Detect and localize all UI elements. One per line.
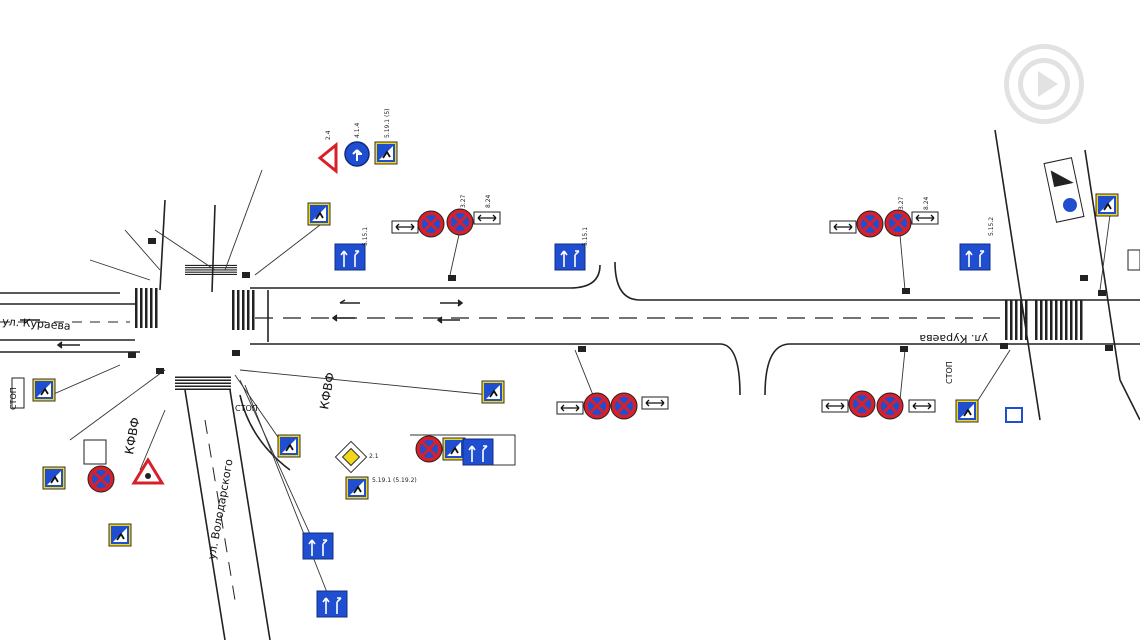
sign-bus-plate [1043, 157, 1085, 223]
code-8-24b: 8.24 [923, 196, 930, 210]
street-labels: ул. Кураева ул. Кураева ул. Володарского… [2, 315, 988, 560]
sign-5-19-1-b [307, 202, 331, 226]
sign-5-15-1-a [334, 243, 366, 271]
sign-crossing-southeast [955, 399, 979, 423]
sign-5-15-1-b [554, 243, 586, 271]
sign-lane-south [462, 438, 494, 466]
sign-crossing-south-3 [442, 437, 466, 461]
label-stop-2: СТОП [945, 361, 954, 384]
label-volodarskogo: ул. Володарского [205, 458, 236, 561]
sign-crossing-east [1095, 193, 1119, 217]
label-stop-1: СТОП [235, 404, 258, 413]
no-stop-group-4 [821, 389, 936, 421]
play-icon [1038, 71, 1058, 97]
pedestrian-crossings [135, 264, 1083, 390]
code-2-1: 2.1 [369, 453, 379, 460]
play-button[interactable] [1004, 44, 1084, 124]
leader-lines [39, 169, 1111, 601]
no-stop-group-1 [391, 207, 501, 239]
sign-lane-south-3 [316, 590, 348, 618]
code-3-27a: 3.27 [460, 194, 467, 208]
sign-crossing-west [32, 378, 56, 402]
road-kuraeva [0, 261, 1140, 396]
building-outline [410, 434, 516, 466]
sign-crossing-south-1 [277, 434, 301, 458]
label-kuraeva-right: ул. Кураева [919, 332, 988, 345]
road-diagonal-east [994, 129, 1140, 421]
sign-kids-triangle [131, 457, 165, 485]
code-5-15-1a: 5.15.1 [362, 227, 369, 246]
sign-crossing-southwest [108, 523, 132, 547]
code-5-19-1b: 5.19.1 (5.19.2) [372, 477, 417, 484]
sign-crossing-south-2 [345, 476, 369, 500]
no-stop-group-3 [556, 391, 669, 421]
sign-lane-south-2 [302, 532, 334, 560]
sign-4-1-4 [344, 141, 370, 167]
label-kfvf-1: КФВФ [122, 416, 142, 455]
label-stop-3: СТОП [9, 387, 18, 410]
play-ring [1018, 58, 1070, 110]
sign-5-15-2 [959, 243, 991, 271]
sign-5-19-1 [374, 141, 398, 165]
sign-no-stop-south [414, 434, 444, 464]
no-stop-group-2 [829, 208, 939, 239]
code-4-1-4: 4.1.4 [354, 123, 361, 138]
road-volodarskogo [159, 199, 291, 640]
sign-2-4-triangle [317, 141, 338, 175]
code-8-24a: 8.24 [485, 194, 492, 208]
code-5-19-1: 5.19.1 (5) [384, 109, 391, 139]
label-kuraeva-left: ул. Кураева [2, 315, 71, 333]
code-5-15-1b: 5.15.1 [582, 227, 589, 246]
sign-2-1-main-road [334, 440, 368, 474]
sign-posts [128, 238, 1113, 374]
sign-no-stop-west [86, 464, 116, 494]
label-kfvf-2: КФВФ [317, 371, 337, 410]
sign-plate-far-west [11, 377, 25, 409]
code-2-4: 2.4 [325, 130, 332, 140]
sign-plate-west [83, 439, 107, 465]
sign-small-southeast [1005, 407, 1023, 423]
lane-arrows [20, 299, 464, 349]
sign-code-labels: 2.4 4.1.4 5.19.1 (5) 5.15.1 5.15.1 5.15.… [325, 109, 995, 485]
sign-crossing-west-2 [42, 466, 66, 490]
sign-plate-east [1127, 249, 1140, 271]
sign-crossing-south-4 [481, 380, 505, 404]
code-5-15-2: 5.15.2 [988, 217, 995, 236]
code-3-27b: 3.27 [898, 196, 905, 210]
